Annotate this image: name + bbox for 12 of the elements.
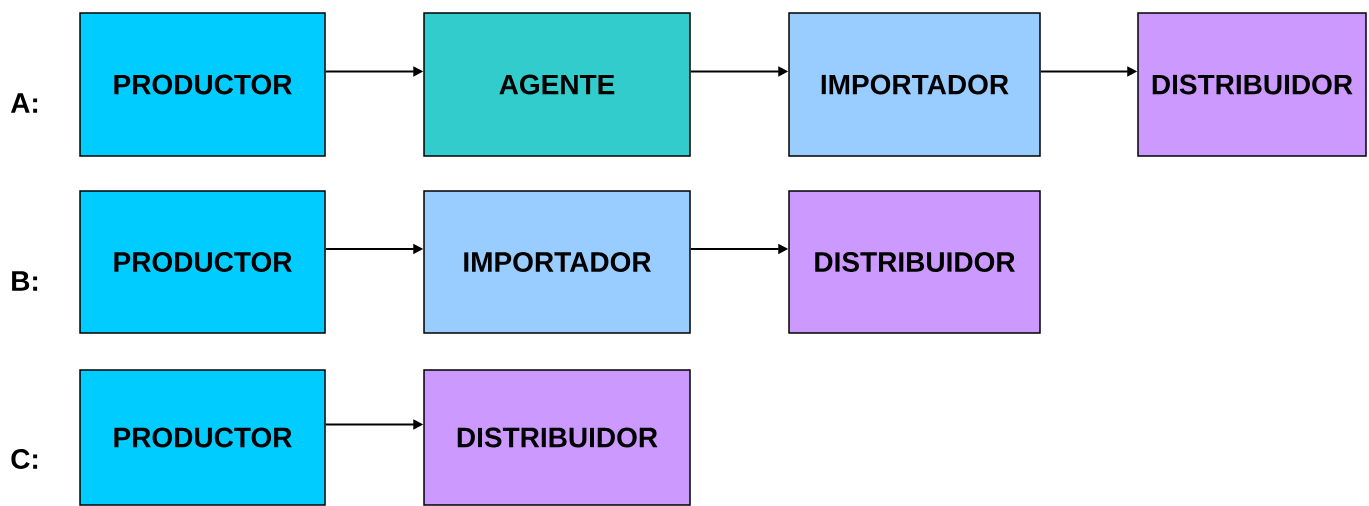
process-box: DISTRIBUIDOR: [1137, 12, 1367, 157]
process-box: PRODUCTOR: [79, 190, 326, 334]
process-box: AGENTE: [423, 12, 691, 157]
row-label: B:: [12, 271, 38, 291]
process-box: PRODUCTOR: [79, 12, 326, 157]
process-box: IMPORTADOR: [423, 190, 691, 334]
row-label: C:: [11, 449, 38, 469]
process-box: PRODUCTOR: [79, 369, 326, 506]
process-box: DISTRIBUIDOR: [788, 190, 1041, 334]
process-box: IMPORTADOR: [788, 12, 1041, 157]
row-label: A:: [10, 93, 38, 113]
process-box: DISTRIBUIDOR: [423, 369, 691, 506]
